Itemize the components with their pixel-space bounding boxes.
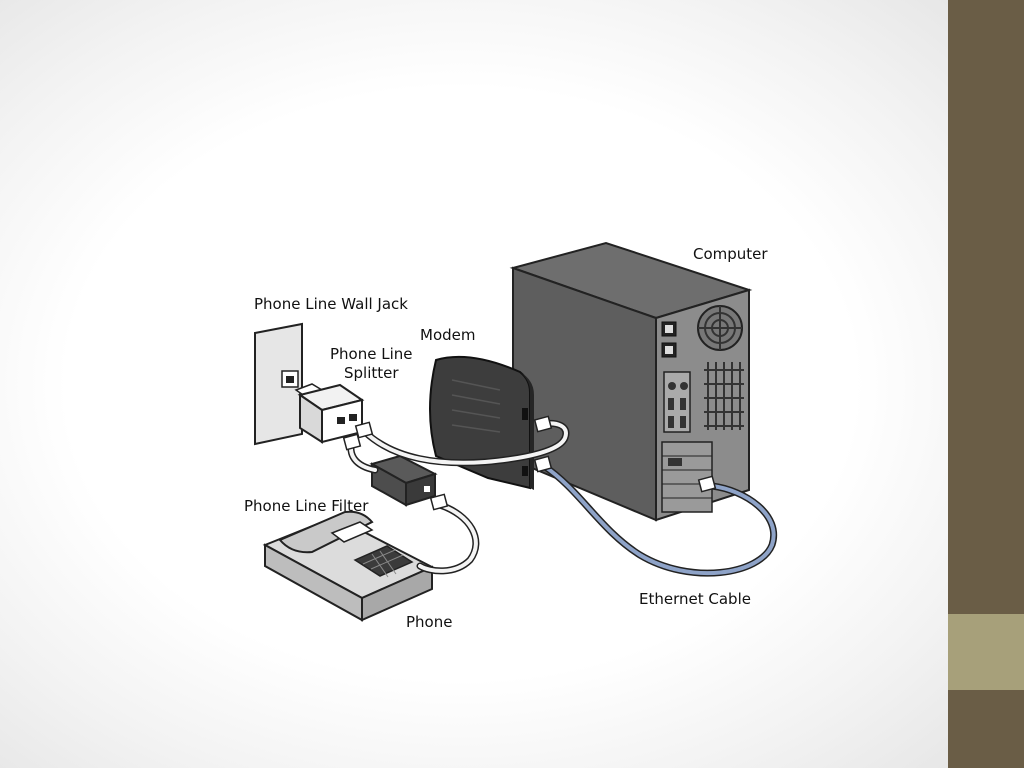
phone (262, 510, 435, 622)
label-computer: Computer (693, 245, 768, 263)
computer-tower (509, 241, 753, 522)
cables (347, 419, 778, 577)
label-filter: Phone Line Filter (244, 497, 369, 515)
phone-line-splitter (294, 383, 365, 444)
modem (429, 355, 534, 490)
wall-jack (254, 322, 303, 446)
cable-connectors (342, 415, 717, 511)
label-wall-jack: Phone Line Wall Jack (254, 295, 408, 313)
side-accent-block (948, 614, 1024, 690)
label-modem: Modem (420, 326, 475, 344)
label-splitter-line1: Phone Line (330, 345, 413, 363)
network-connection-diagram: Computer Phone Line Wall Jack Modem Phon… (244, 241, 778, 631)
label-ethernet-cable: Ethernet Cable (639, 590, 751, 608)
label-splitter-line2: Splitter (344, 364, 399, 382)
label-phone: Phone (406, 613, 452, 631)
phone-line-filter (369, 454, 438, 507)
